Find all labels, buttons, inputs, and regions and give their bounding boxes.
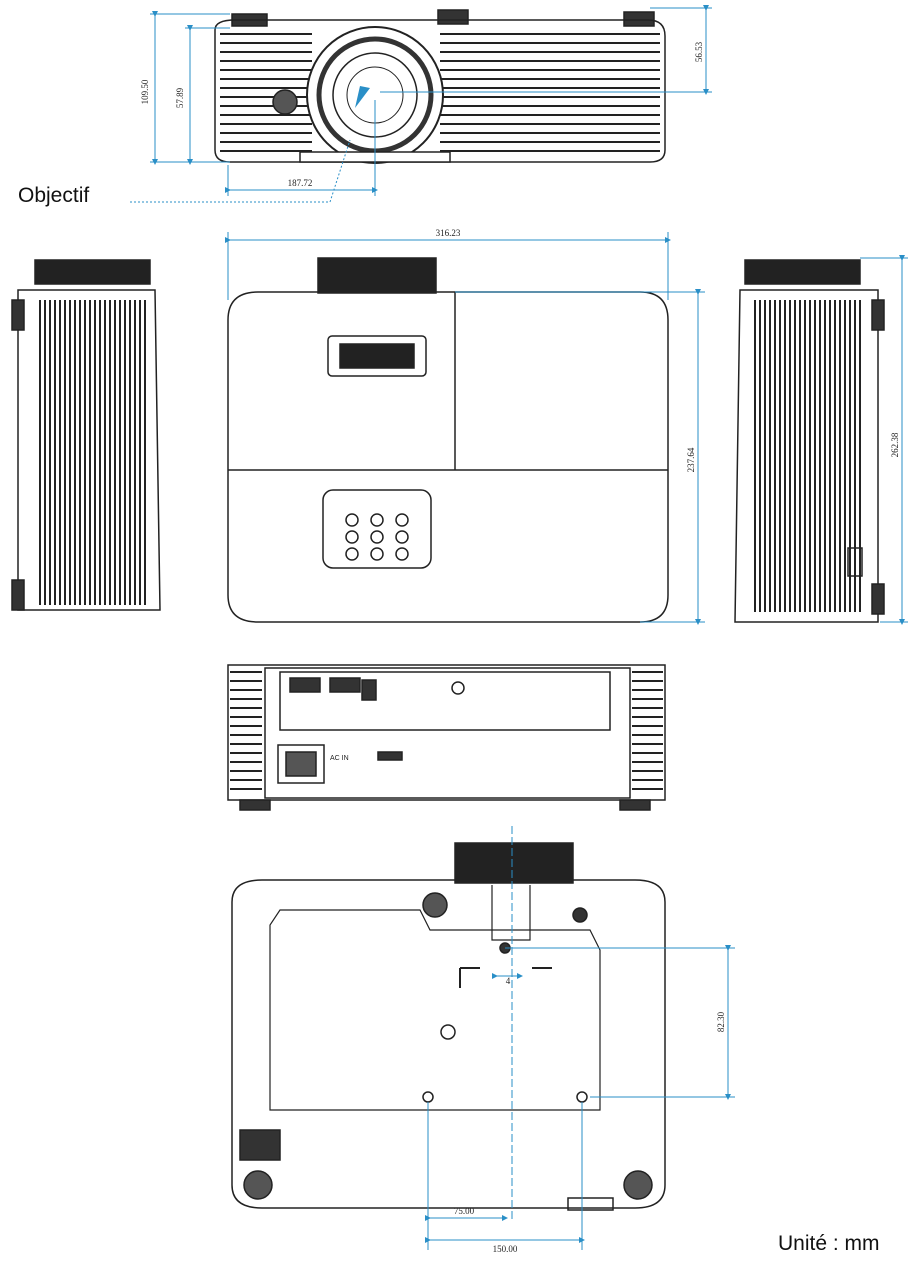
rear-view	[227, 664, 666, 811]
unit-label: Unité : mm	[778, 1232, 880, 1255]
bottom-dimension-lines	[425, 826, 735, 1250]
top-keypad	[345, 513, 409, 561]
left-side-view	[11, 259, 161, 611]
keypad-button	[370, 547, 384, 561]
dim-top-width: 316.23	[436, 228, 461, 238]
dim-front-total-height: 109.50	[140, 79, 150, 104]
front-dimension-lines	[130, 5, 712, 203]
top-view	[227, 257, 669, 623]
top-dimension-lines	[225, 232, 705, 625]
keypad-button	[345, 547, 359, 561]
right-side-grille	[754, 300, 861, 612]
front-lens-marker	[355, 86, 370, 108]
keypad-button	[395, 530, 409, 544]
keypad-button	[345, 513, 359, 527]
dim-front-lens-horizontal: 187.72	[288, 178, 313, 188]
dim-bottom-hole-spacing-vertical: 82.30	[716, 1011, 726, 1032]
front-view	[214, 9, 666, 164]
dim-front-lens-center-height: 57.89	[175, 87, 185, 108]
right-dimension-lines	[860, 255, 908, 625]
keypad-button	[395, 513, 409, 527]
front-grille-left	[220, 33, 312, 152]
bottom-view	[231, 842, 666, 1211]
dim-bottom-hole-spacing-small: 75.00	[454, 1206, 475, 1216]
lens-label: Objectif	[18, 184, 90, 207]
keypad-button	[370, 513, 384, 527]
rear-ac-in-label: AC IN	[330, 755, 349, 762]
dim-top-depth: 237.64	[686, 447, 696, 472]
keypad-button	[370, 530, 384, 544]
keypad-button	[395, 547, 409, 561]
dim-bottom-hole-offset: 4	[506, 976, 511, 986]
dim-front-lens-offset-top: 56.53	[694, 41, 704, 62]
dim-side-depth: 262.38	[890, 432, 900, 457]
rear-grille-left	[230, 671, 262, 790]
right-side-view	[734, 259, 885, 623]
dim-bottom-hole-spacing-large: 150.00	[493, 1244, 518, 1254]
keypad-button	[345, 530, 359, 544]
rear-grille-right	[632, 671, 663, 790]
front-grille-right	[440, 33, 660, 152]
left-side-grille	[39, 300, 146, 605]
